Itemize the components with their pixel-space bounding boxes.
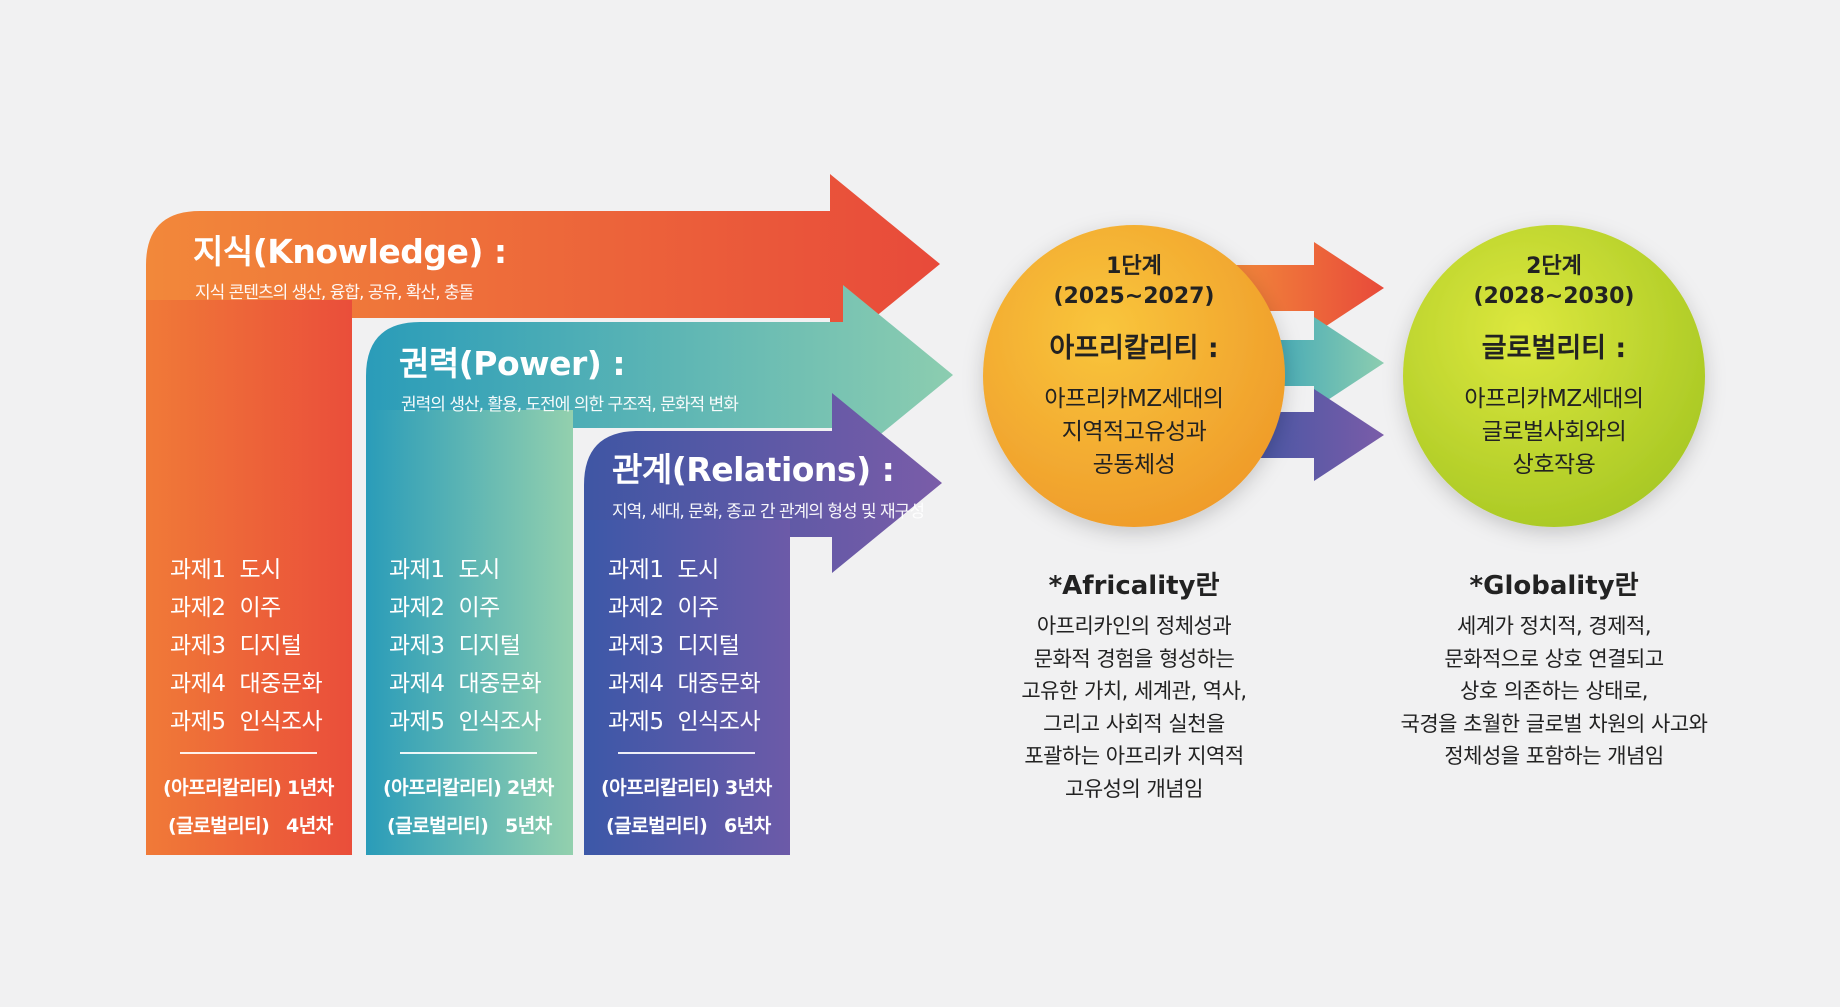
power-africality-year: (아프리칼리티)2년차 [383, 777, 554, 799]
relations-desc: 지역, 세대, 문화, 종교 간 관계의 형성 및 재구성 [612, 502, 925, 522]
stage1-body-line: 공동체성 [1092, 452, 1176, 478]
knowledge-divider [180, 752, 317, 754]
relations-globality-year: (글로벌리티)6년차 [606, 815, 771, 837]
stage2-title: 글로벌리티 : [1481, 333, 1627, 364]
power-bar [366, 285, 953, 855]
knowledge-column [146, 300, 352, 855]
stage1-stage: 1단계 [1106, 254, 1162, 279]
stage1-period: (2025~2027) [1053, 284, 1215, 309]
stage2-body-line: 상호작용 [1512, 452, 1596, 478]
globality-def-line: 정체성을 포함하는 개념임 [1444, 744, 1664, 768]
power-desc: 권력의 생산, 활용, 도전에 의한 구조적, 문화적 변화 [401, 395, 739, 415]
knowledge-desc: 지식 콘텐츠의 생산, 융합, 공유, 확산, 충돌 [195, 283, 474, 303]
africality-definition: *Africality란 아프리카인의 정체성과 문화적 경험을 형성하는 고유… [984, 565, 1284, 805]
globality-def-line: 세계가 정치적, 경제적, [1456, 614, 1652, 638]
relations-bar [584, 393, 942, 855]
stage1-body-line: 지역적고유성과 [1061, 419, 1207, 445]
stage1-content: 1단계 (2025~2027) 아프리칼리티 : 아프리카MZ세대의 지역적고유… [1014, 252, 1254, 482]
stage1-circle [983, 225, 1285, 527]
africality-def-line: 그리고 사회적 실천을 [1043, 711, 1225, 736]
knowledge-title: 지식(Knowledge) : [193, 232, 507, 271]
stage2-circle [1403, 225, 1705, 527]
africality-def-title: *Africality란 [1048, 571, 1220, 601]
globality-definition: *Globality란 세계가 정치적, 경제적, 문화적으로 상호 연결되고 … [1364, 565, 1744, 773]
power-divider [400, 752, 537, 754]
globality-def-title: *Globality란 [1469, 571, 1639, 601]
knowledge-africality-year: (아프리칼리티)1년차 [163, 777, 334, 799]
relations-divider [618, 752, 755, 754]
power-globality-year: (글로벌리티)5년차 [387, 815, 552, 837]
relations-africality-year: (아프리칼리티)3년차 [601, 777, 772, 799]
africality-def-line: 고유한 가치, 세계관, 역사, [1021, 679, 1247, 703]
stage2-period: (2028~2030) [1473, 284, 1635, 309]
stage2-stage: 2단계 [1526, 254, 1582, 279]
power-title: 권력(Power) : [399, 344, 626, 383]
knowledge-bar [146, 174, 940, 855]
africality-def-line: 포괄하는 아프리카 지역적 [1024, 744, 1244, 768]
stage2-content: 2단계 (2028~2030) 글로벌리티 : 아프리카MZ세대의 글로벌사회와… [1434, 252, 1674, 482]
stage1-title: 아프리칼리티 : [1049, 333, 1219, 364]
stage1-body-line: 아프리카MZ세대의 [1044, 386, 1224, 412]
globality-def-line: 상호 의존하는 상태로, [1460, 679, 1648, 703]
africality-def-line: 고유성의 개념임 [1065, 776, 1203, 801]
globality-def-line: 문화적으로 상호 연결되고 [1444, 646, 1664, 671]
relations-title: 관계(Relations) : [612, 450, 895, 489]
stage2-body-line: 아프리카MZ세대의 [1464, 386, 1644, 412]
knowledge-globality-year: (글로벌리티)4년차 [168, 815, 333, 837]
globality-def-line: 국경을 초월한 글로벌 차원의 사고와 [1400, 711, 1709, 736]
power-column [366, 410, 573, 855]
relations-column [584, 520, 790, 855]
africality-def-line: 아프리카인의 정체성과 [1036, 614, 1232, 638]
stage2-body-line: 글로벌사회와의 [1481, 419, 1627, 445]
africality-def-line: 문화적 경험을 형성하는 [1033, 646, 1235, 671]
